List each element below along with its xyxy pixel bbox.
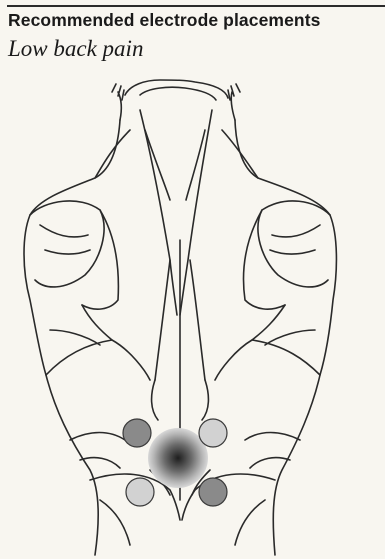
electrode-upper-right bbox=[199, 419, 227, 447]
top-rule bbox=[7, 5, 385, 7]
deltoid-right bbox=[258, 201, 330, 287]
trapezius bbox=[140, 110, 177, 315]
deltoid-left bbox=[30, 201, 104, 287]
electrode-lower-right bbox=[199, 478, 227, 506]
back-figure bbox=[0, 70, 385, 559]
page-title: Recommended electrode placements bbox=[8, 10, 383, 31]
page-subtitle: Low back pain bbox=[8, 36, 143, 62]
scapula-left bbox=[82, 210, 118, 309]
body-outline bbox=[24, 120, 120, 555]
electrode-upper-left bbox=[123, 419, 151, 447]
scapula-right bbox=[244, 210, 285, 309]
body-outline-right bbox=[235, 120, 336, 555]
latissimus-right bbox=[215, 340, 320, 380]
back-diagram bbox=[0, 70, 385, 559]
latissimus-left bbox=[46, 340, 150, 380]
electrode-lower-left bbox=[126, 478, 154, 506]
